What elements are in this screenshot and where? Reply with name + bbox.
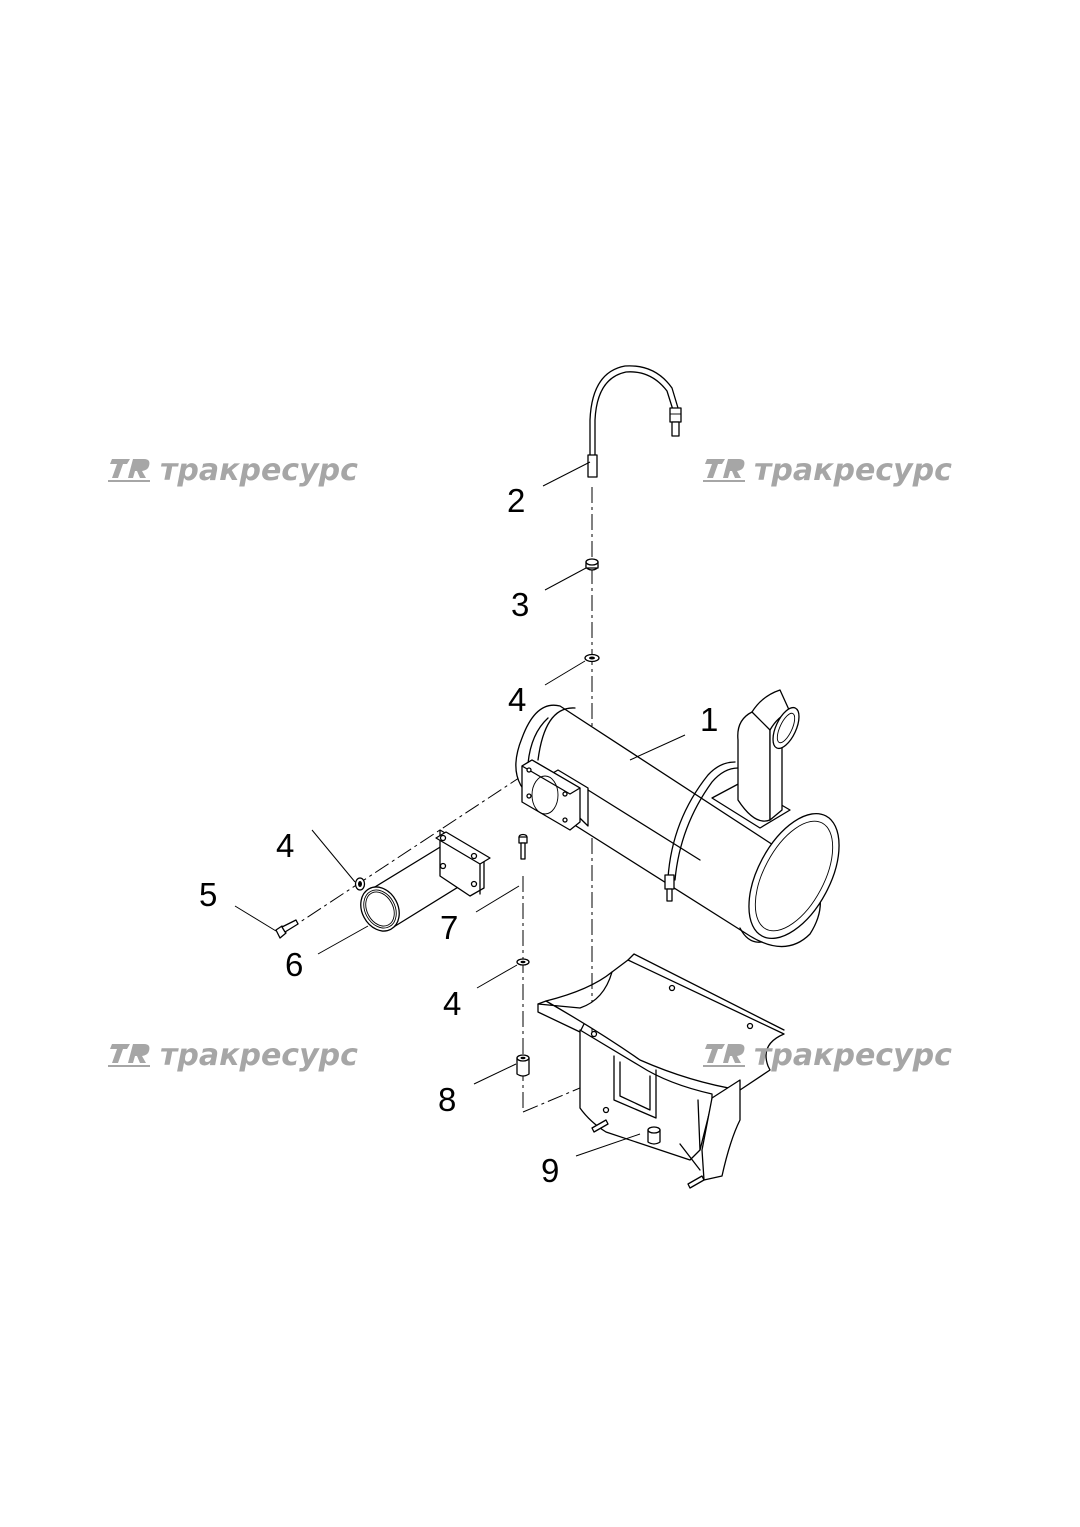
bolt-flange-part bbox=[275, 919, 299, 939]
cable-part bbox=[587, 365, 682, 478]
callout-5: 5 bbox=[199, 876, 217, 913]
watermark-top-left: тракресурс bbox=[108, 453, 358, 488]
watermark-text: тракресурс bbox=[754, 1038, 952, 1073]
bolt-bracket-part bbox=[518, 833, 528, 860]
pipe-part bbox=[360, 829, 491, 932]
nut-part bbox=[585, 558, 599, 571]
callout-4-bracket: 4 bbox=[443, 985, 461, 1022]
leader-2 bbox=[542, 461, 591, 487]
watermark-logo-icon bbox=[108, 1044, 150, 1067]
leader-6 bbox=[317, 925, 369, 955]
leader-9 bbox=[575, 1133, 641, 1157]
callout-3: 3 bbox=[511, 586, 529, 623]
leader-7 bbox=[475, 885, 520, 913]
callout-1: 1 bbox=[700, 701, 718, 738]
callout-9: 9 bbox=[541, 1152, 559, 1189]
bracket-part bbox=[537, 953, 785, 1189]
leader-4-top bbox=[544, 660, 586, 686]
washer-top-part bbox=[584, 653, 600, 663]
watermark-text: тракресурс bbox=[160, 453, 358, 488]
leader-4-bracket bbox=[476, 964, 518, 989]
washer-bracket-part bbox=[516, 958, 530, 966]
callout-7: 7 bbox=[440, 909, 458, 946]
watermark-logo-icon bbox=[703, 1044, 745, 1067]
leader-5 bbox=[234, 905, 277, 932]
leader-3 bbox=[544, 567, 587, 591]
watermark-text: тракресурс bbox=[160, 1038, 358, 1073]
leader-4-flange bbox=[311, 829, 356, 883]
callout-6: 6 bbox=[285, 946, 303, 983]
watermark-logo-icon bbox=[703, 459, 745, 482]
callout-8: 8 bbox=[438, 1081, 456, 1118]
muffler-part bbox=[515, 689, 840, 948]
leader-8 bbox=[473, 1063, 517, 1085]
watermark-bottom-left: тракресурс bbox=[108, 1038, 358, 1073]
callout-4-top: 4 bbox=[508, 681, 526, 718]
spacer-part bbox=[516, 1054, 530, 1077]
watermark-bottom-right: тракресурс bbox=[703, 1038, 952, 1073]
watermark-text: тракресурс bbox=[754, 453, 952, 488]
leader-1 bbox=[629, 734, 686, 761]
callout-4-flange: 4 bbox=[276, 827, 294, 864]
watermark-top-right: тракресурс bbox=[703, 453, 952, 488]
callout-2: 2 bbox=[507, 482, 525, 519]
washer-flange-part bbox=[354, 877, 366, 891]
axis-flange bbox=[284, 771, 529, 933]
watermark-logo-icon bbox=[108, 459, 150, 482]
